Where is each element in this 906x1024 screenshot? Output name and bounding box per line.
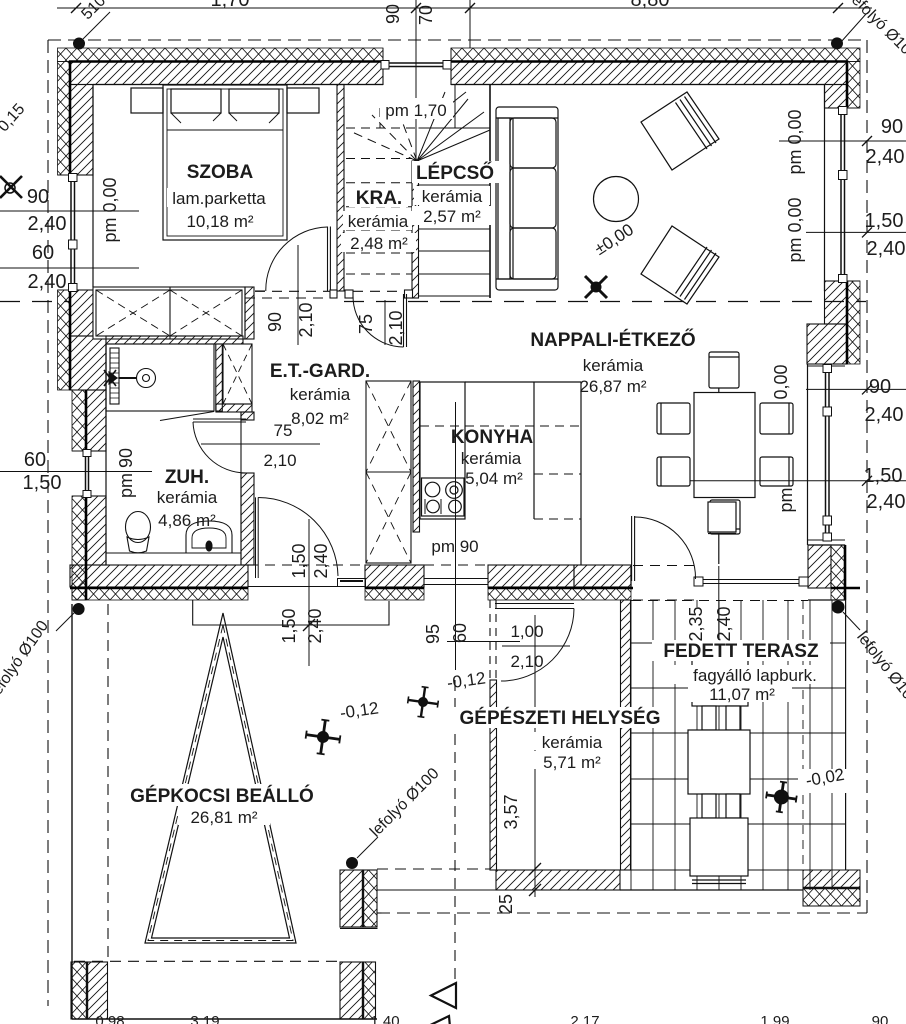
svg-text:SZOBA: SZOBA bbox=[187, 162, 254, 183]
svg-text:75: 75 bbox=[274, 421, 293, 440]
svg-text:3,19: 3,19 bbox=[190, 1013, 219, 1024]
svg-text:70: 70 bbox=[416, 5, 436, 25]
svg-text:60: 60 bbox=[450, 623, 470, 643]
svg-text:75: 75 bbox=[356, 314, 376, 334]
svg-text:0,98: 0,98 bbox=[95, 1013, 124, 1024]
svg-text:kerámia: kerámia bbox=[461, 449, 522, 468]
svg-text:pm 0,00: pm 0,00 bbox=[785, 197, 805, 262]
svg-text:2,40: 2,40 bbox=[866, 146, 905, 168]
svg-text:1,50: 1,50 bbox=[23, 472, 62, 494]
svg-text:kerámia: kerámia bbox=[542, 733, 603, 752]
svg-text:11,07 m²: 11,07 m² bbox=[709, 685, 775, 704]
svg-text:kerámia: kerámia bbox=[348, 212, 409, 231]
svg-text:2,40: 2,40 bbox=[867, 491, 906, 513]
svg-text:GÉPÉSZETI HELYSÉG: GÉPÉSZETI HELYSÉG bbox=[460, 707, 661, 729]
svg-text:3,57: 3,57 bbox=[501, 794, 521, 829]
svg-text:2,40: 2,40 bbox=[865, 404, 904, 426]
svg-text:2,40: 2,40 bbox=[28, 213, 67, 235]
svg-text:2,35: 2,35 bbox=[686, 606, 706, 641]
svg-text:ZUH.: ZUH. bbox=[165, 467, 209, 488]
svg-text:NAPPALI-ÉTKEZŐ: NAPPALI-ÉTKEZŐ bbox=[530, 329, 695, 351]
svg-text:90: 90 bbox=[27, 186, 49, 208]
svg-text:1,40: 1,40 bbox=[370, 1013, 399, 1024]
svg-text:2,40: 2,40 bbox=[867, 238, 906, 260]
svg-text:10,18 m²: 10,18 m² bbox=[186, 212, 253, 231]
svg-text:2,40: 2,40 bbox=[28, 271, 67, 293]
svg-text:E.T.-GARD.: E.T.-GARD. bbox=[270, 361, 370, 382]
svg-text:1,50: 1,50 bbox=[865, 210, 904, 232]
svg-text:pm 90: pm 90 bbox=[431, 537, 478, 556]
svg-text:90: 90 bbox=[872, 1013, 889, 1024]
svg-text:2,40: 2,40 bbox=[311, 543, 331, 578]
svg-text:90: 90 bbox=[265, 312, 285, 332]
svg-text:kerámia: kerámia bbox=[157, 488, 218, 507]
svg-text:2,10: 2,10 bbox=[510, 652, 543, 671]
svg-text:pm 0,00: pm 0,00 bbox=[785, 109, 805, 174]
svg-text:4,86 m²: 4,86 m² bbox=[158, 511, 216, 530]
svg-text:2,40: 2,40 bbox=[714, 606, 734, 641]
svg-text:60: 60 bbox=[24, 449, 46, 471]
svg-text:lam.parketta: lam.parketta bbox=[172, 189, 266, 208]
svg-text:pm 0,00: pm 0,00 bbox=[100, 177, 120, 242]
svg-text:1,50: 1,50 bbox=[289, 543, 309, 578]
svg-text:2,17: 2,17 bbox=[570, 1013, 599, 1024]
svg-text:25: 25 bbox=[496, 894, 516, 914]
svg-text:5,71 m²: 5,71 m² bbox=[543, 753, 601, 772]
svg-text:pm 90: pm 90 bbox=[116, 448, 136, 498]
svg-text:2,57 m²: 2,57 m² bbox=[423, 207, 481, 226]
svg-text:60: 60 bbox=[32, 242, 54, 264]
svg-text:kerámia: kerámia bbox=[422, 187, 483, 206]
svg-text:26,81 m²: 26,81 m² bbox=[190, 808, 257, 827]
svg-text:LÉPCSŐ: LÉPCSŐ bbox=[416, 162, 494, 184]
svg-text:2,48 m²: 2,48 m² bbox=[350, 234, 408, 253]
svg-text:90: 90 bbox=[383, 4, 403, 24]
svg-text:1,00: 1,00 bbox=[510, 622, 543, 641]
svg-text:pm 1,70: pm 1,70 bbox=[385, 101, 446, 120]
svg-text:KRA.: KRA. bbox=[356, 188, 402, 209]
svg-text:1,99: 1,99 bbox=[760, 1013, 789, 1024]
svg-text:fagyálló lapburk.: fagyálló lapburk. bbox=[693, 666, 817, 685]
svg-text:FEDETT TERASZ: FEDETT TERASZ bbox=[663, 641, 819, 662]
svg-text:5,04 m²: 5,04 m² bbox=[465, 469, 523, 488]
svg-text:GÉPKOCSI BEÁLLÓ: GÉPKOCSI BEÁLLÓ bbox=[130, 785, 314, 807]
svg-text:26,87 m²: 26,87 m² bbox=[579, 377, 646, 396]
svg-text:KONYHA: KONYHA bbox=[451, 427, 534, 448]
svg-text:8,80: 8,80 bbox=[631, 0, 670, 11]
svg-text:1,50: 1,50 bbox=[864, 465, 903, 487]
svg-text:1,50: 1,50 bbox=[279, 608, 299, 643]
svg-text:1,70: 1,70 bbox=[211, 0, 250, 11]
svg-text:95: 95 bbox=[423, 624, 443, 644]
svg-text:2,10: 2,10 bbox=[386, 310, 406, 345]
svg-text:0,00: 0,00 bbox=[771, 364, 791, 399]
svg-text:pm: pm bbox=[776, 487, 796, 512]
svg-text:2,40: 2,40 bbox=[305, 608, 325, 643]
svg-text:8,02 m²: 8,02 m² bbox=[291, 409, 349, 428]
svg-text:kerámia: kerámia bbox=[290, 385, 351, 404]
svg-text:2,10: 2,10 bbox=[296, 302, 316, 337]
svg-text:90: 90 bbox=[869, 376, 891, 398]
svg-text:90: 90 bbox=[881, 116, 903, 138]
svg-text:kerámia: kerámia bbox=[583, 356, 644, 375]
svg-text:2,10: 2,10 bbox=[263, 451, 296, 470]
